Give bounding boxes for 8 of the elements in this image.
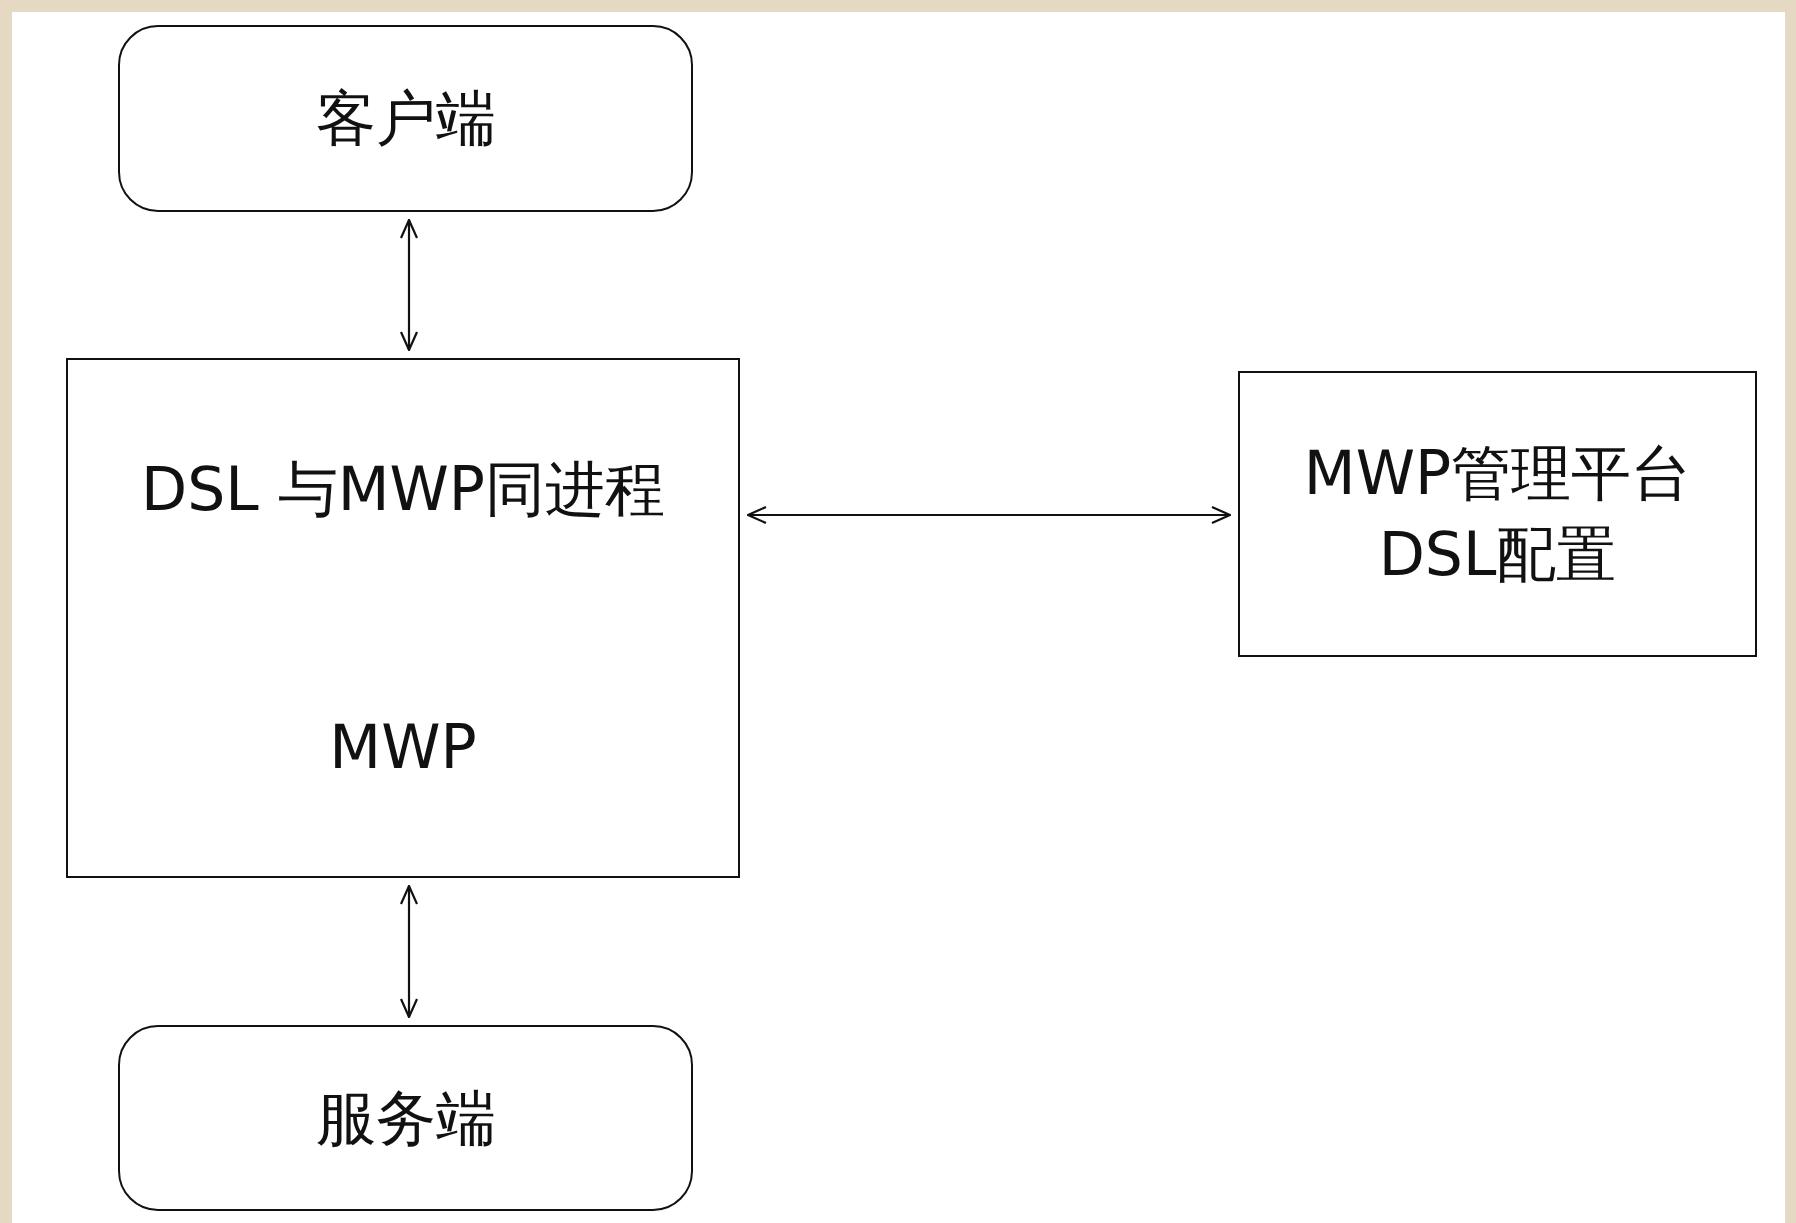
double-arrow xyxy=(399,884,419,1019)
process-box: MWP xyxy=(66,618,740,878)
rounded-box: 服务端 xyxy=(118,1025,693,1211)
process-box: DSL 与MWP同进程 xyxy=(66,358,740,620)
rounded-box: 客户端 xyxy=(118,25,693,212)
double-arrow xyxy=(746,505,1232,525)
double-arrow xyxy=(399,218,419,352)
process-box: MWP管理平台 DSL配置 xyxy=(1238,371,1757,657)
